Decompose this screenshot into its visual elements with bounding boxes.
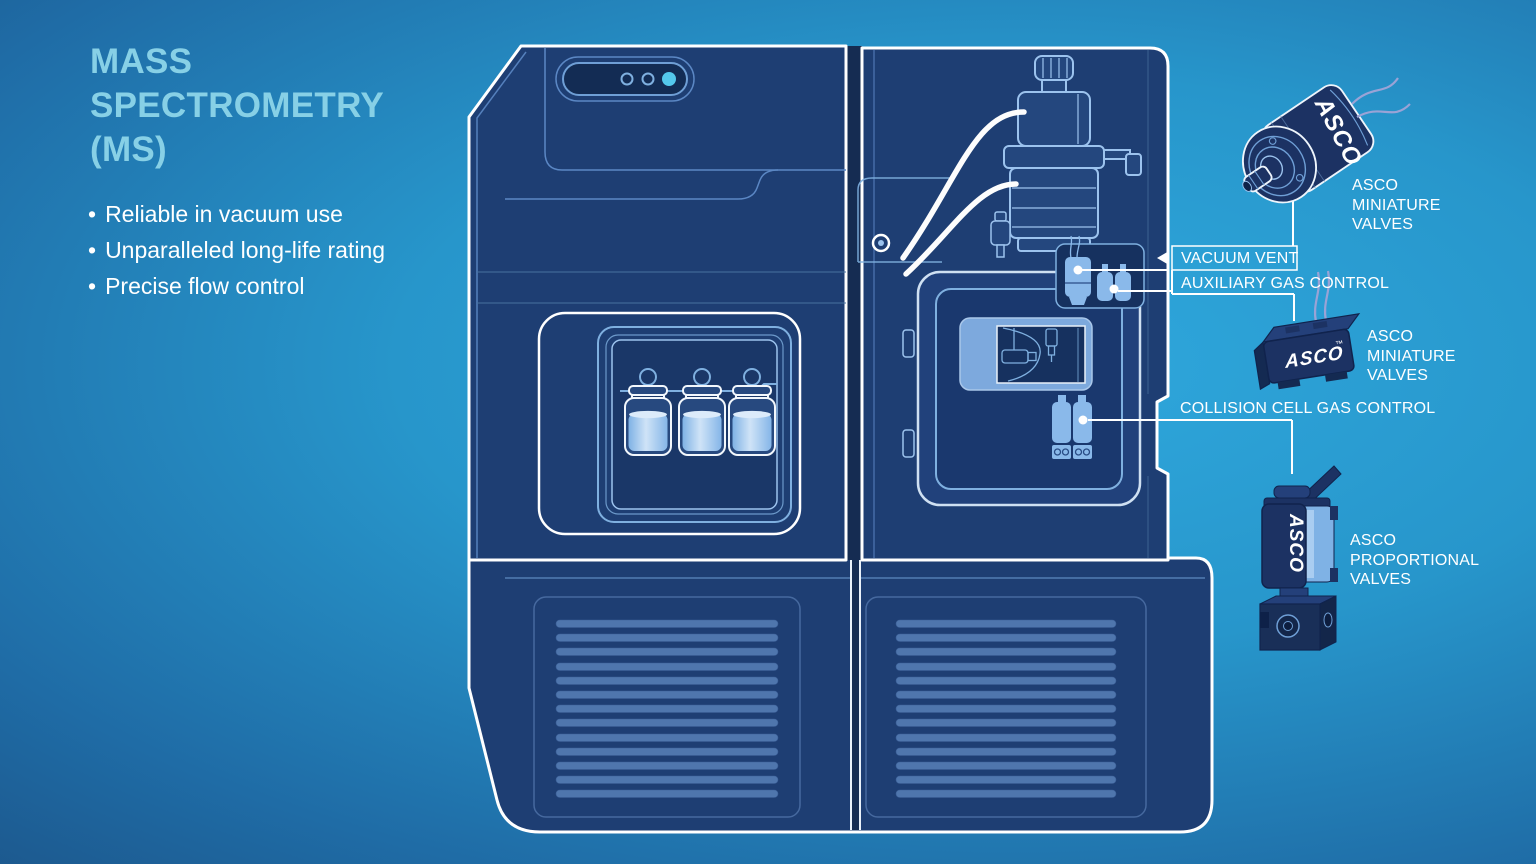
product-proportional-valve: ASCO	[1259, 465, 1342, 651]
title-line-1: MASS	[90, 42, 193, 81]
callout-auxiliary-gas-control: AUXILIARY GAS CONTROL	[1181, 275, 1390, 292]
probe-sensor	[990, 211, 1011, 258]
feature-item: • Reliable in vacuum use	[88, 196, 385, 232]
title-line-3: (MS)	[90, 130, 168, 169]
label-miniature-valves-top: ASCO MINIATURE VALVES	[1352, 177, 1441, 233]
vent-grille-left	[555, 619, 779, 798]
callout-lines	[1082, 198, 1298, 474]
fluid-tubes	[900, 109, 1027, 277]
collision-cell-valves	[1052, 395, 1092, 459]
vent-grille-right	[895, 619, 1117, 798]
feature-item: • Precise flow control	[88, 268, 385, 304]
status-indicator	[555, 56, 695, 102]
gas-control-panel	[1055, 235, 1145, 309]
machine-base	[467, 556, 1214, 834]
aux-gas-valve-1	[1097, 272, 1113, 301]
feature-list: • Reliable in vacuum use • Unparalleled lo…	[88, 196, 385, 304]
page-title: MASS SPECTROMETRY (MS)	[90, 40, 384, 172]
bullet-glyph: •	[88, 273, 97, 299]
vacuum-vent-valve	[1065, 257, 1091, 297]
collision-callout-dot	[1078, 415, 1088, 425]
callout-vacuum-vent: VACUUM VENT	[1181, 250, 1299, 267]
status-dot-1	[620, 72, 634, 86]
asco-trademark: ™	[1335, 339, 1344, 349]
cylindrical-valve-wires	[1351, 77, 1411, 118]
status-dot-2	[641, 72, 655, 86]
left-module	[467, 44, 848, 562]
ion-source-tower	[1003, 55, 1142, 252]
door-hinge-top	[902, 329, 915, 358]
bullet-glyph: •	[88, 237, 97, 263]
product-miniature-valve-cylindrical: ASCO	[1242, 84, 1375, 204]
sample-door	[537, 311, 802, 536]
access-door	[902, 270, 1142, 507]
product-miniature-valve-box: ASCO ™	[1253, 313, 1361, 391]
status-dot-active	[662, 72, 676, 86]
title-line-2: SPECTROMETRY	[90, 86, 384, 125]
port-bolt-center	[878, 240, 884, 246]
feature-text: Unparalleled long-life rating	[105, 237, 386, 263]
aux-gas-valve-2	[1115, 272, 1131, 301]
box-valve-wires	[1314, 270, 1330, 323]
feature-item: • Unparalleled long-life rating	[88, 232, 385, 268]
right-module	[857, 46, 1170, 562]
bullet-glyph: •	[88, 201, 97, 227]
callout-collision-cell-gas-control: COLLISION CELL GAS CONTROL	[1180, 400, 1436, 417]
door-hinge-bottom	[902, 429, 915, 458]
label-miniature-valves-middle: ASCO MINIATURE VALVES	[1367, 328, 1456, 384]
asco-logo-proportional: ASCO	[1285, 513, 1306, 573]
viewing-window	[959, 317, 1093, 391]
feature-text: Precise flow control	[105, 273, 305, 299]
label-proportional-valves: ASCO PROPORTIONAL VALVES	[1350, 532, 1479, 588]
vacuum-callout-dot	[1073, 265, 1083, 275]
aux-callout-dot	[1109, 284, 1119, 294]
module-seam	[846, 46, 862, 560]
feature-text: Reliable in vacuum use	[105, 201, 343, 227]
